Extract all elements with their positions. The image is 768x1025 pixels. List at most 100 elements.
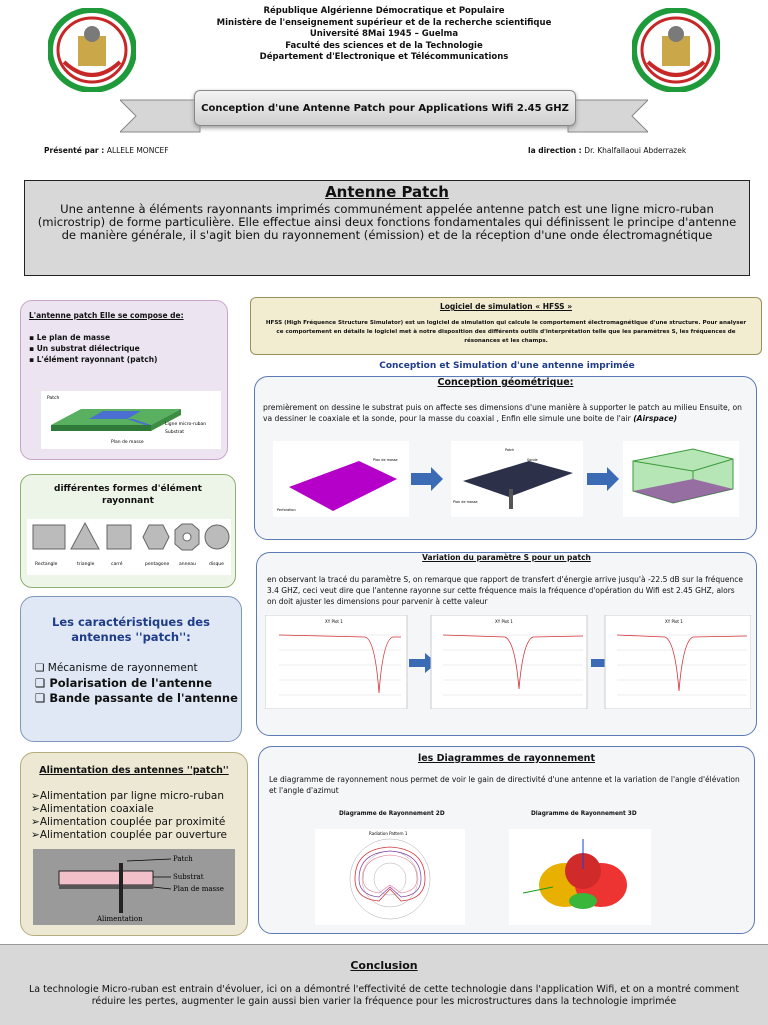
radiation-title: les Diagrammes de rayonnement xyxy=(417,753,595,764)
hfss-title: Logiciel de simulation « HFSS » xyxy=(439,302,573,311)
intro-panel: Antenne Patch Une antenne à éléments ray… xyxy=(24,180,750,276)
title-ribbon xyxy=(120,99,648,133)
s11-plot-1: XY Plot 1 xyxy=(265,615,408,709)
conclusion-panel: Conclusion La technologie Micro-ruban es… xyxy=(0,944,768,1025)
s11-plot-2: XY Plot 1 xyxy=(430,615,588,709)
radiation-text: Le diagramme de rayonnement nous permet … xyxy=(269,775,740,795)
patch-shape xyxy=(463,461,573,497)
rectangle-shape xyxy=(32,524,66,550)
plot-title: XY Plot 1 xyxy=(325,619,343,624)
shapes-figure: Rectangle triangle carré pentagone annea… xyxy=(27,519,231,575)
figure-label: Substrat xyxy=(173,873,204,881)
arrow-icon xyxy=(409,653,437,673)
list-item: ➢Alimentation coaxiale xyxy=(31,803,154,815)
hfss-text: HFSS (High Fréquence Structure Simulator… xyxy=(265,320,747,344)
shape-label: pentagone xyxy=(145,561,169,567)
header-line: République Algérienne Démocratique et Po… xyxy=(263,6,505,16)
shapes-title: différentes formes d'élément rayonnant xyxy=(54,484,202,506)
characteristics-title: Les caractéristiques des antennes ''patc… xyxy=(52,615,210,644)
list-item: ❑ Bande passante de l'antenne xyxy=(35,691,238,705)
feeding-list: ➢Alimentation par ligne micro-ruban ➢Ali… xyxy=(31,790,247,842)
patch-structure-figure: Patch Ligne micro-ruban Substrat Plan de… xyxy=(41,391,221,449)
shape-label: carré xyxy=(111,560,123,567)
hfss-panel: Logiciel de simulation « HFSS » HFSS (Hi… xyxy=(250,297,762,355)
presenter-label: Présenté par : xyxy=(44,146,107,155)
header-line: Faculté des sciences et de la Technologi… xyxy=(285,40,483,51)
plot-title: XY Plot 1 xyxy=(495,619,513,624)
list-item: ❑ Polarisation de l'antenne xyxy=(35,676,213,690)
director-name: Dr. Khalfallaoui Abderrazek xyxy=(584,146,687,155)
shape-label: triangle xyxy=(77,561,95,567)
list-item: ▪ Un substrat diélectrique xyxy=(29,344,140,353)
figure-label: Alimentation xyxy=(96,915,143,923)
simulation-section-title: Conception et Simulation d'une antenne i… xyxy=(379,361,635,371)
intro-text: Une antenne à éléments rayonnants imprim… xyxy=(37,202,737,242)
composition-title: L'antenne patch Elle se compose de: xyxy=(29,311,184,320)
geometry-panel: Conception géométrique: premièrement on … xyxy=(254,376,757,540)
figure-label: Perforation xyxy=(277,508,296,512)
list-item: ❑ Mécanisme de rayonnement xyxy=(35,662,198,674)
shape-label: anneau xyxy=(179,562,196,567)
radiation-panel: les Diagrammes de rayonnement Le diagram… xyxy=(258,746,755,934)
substrate-shape xyxy=(289,461,397,511)
institution-header: République Algérienne Démocratique et Po… xyxy=(170,6,598,64)
director-label: la direction : xyxy=(528,146,585,155)
shapes-panel: différentes formes d'élément rayonnant R… xyxy=(20,474,236,588)
figure-label: Plan de masse xyxy=(453,500,478,504)
square-shape xyxy=(106,524,132,550)
figure-label: Plan de masse xyxy=(373,458,398,462)
intro-title: Antenne Patch xyxy=(325,183,449,201)
diagram-3d-label: Diagramme de Rayonnement 3D xyxy=(531,811,637,817)
s-parameter-title: Variation du paramètre S pour un patch xyxy=(422,553,591,562)
characteristics-panel: Les caractéristiques des antennes ''patc… xyxy=(20,596,242,742)
geometry-text: premièrement on dessine le substrat puis… xyxy=(263,403,742,423)
list-item: ➢Alimentation couplée par ouverture xyxy=(31,829,228,841)
list-item: ▪ Le plan de masse xyxy=(29,333,111,342)
geometry-figures: Plan de masse Perforation Patch Sonde Pl… xyxy=(273,441,739,517)
feeding-panel: Alimentation des antennes ''patch'' ➢Ali… xyxy=(20,752,248,936)
arrow-icon xyxy=(587,467,619,491)
s-parameter-plots: XY Plot 1 XY Plot 1 XY Plot 1 xyxy=(265,615,751,709)
disc-shape xyxy=(204,524,230,550)
plot-title: XY Plot 1 xyxy=(665,619,683,624)
feeding-title: Alimentation des antennes ''patch'' xyxy=(39,765,229,776)
arrow-icon xyxy=(411,467,443,491)
header-line: Ministère de l'enseignement supérieur et… xyxy=(216,17,552,28)
figure-label: Patch xyxy=(505,448,514,452)
geometry-title: Conception géométrique: xyxy=(437,377,574,388)
figure-label: Patch xyxy=(173,855,193,863)
figure-label: Plan de masse xyxy=(111,439,144,445)
pentagon-shape xyxy=(142,524,170,550)
presenter-name: ALLELE MONCEF xyxy=(106,146,169,155)
header-line: Département d'Electronique et Télécommun… xyxy=(259,52,509,62)
feeding-figure: Patch Substrat Plan de masse Alimentatio… xyxy=(33,849,235,925)
conclusion-title: Conclusion xyxy=(350,959,418,972)
presenter: Présenté par : ALLELE MONCEF xyxy=(44,146,169,155)
figure-label: Ligne micro-ruban xyxy=(165,421,206,427)
header-line: Université 8Mai 1945 – Guelma xyxy=(309,29,459,39)
diagram-2d-label: Diagramme de Rayonnement 2D xyxy=(339,811,445,817)
s11-plot-3: XY Plot 1 xyxy=(604,615,751,709)
s-parameter-text: en observant la tracé du paramètre S, on… xyxy=(267,575,744,606)
figure-label: Sonde xyxy=(527,458,538,462)
director: la direction : Dr. Khalfallaoui Abderraz… xyxy=(528,146,686,155)
radiation-3d-plot xyxy=(509,829,651,925)
triangle-shape xyxy=(70,521,100,550)
s-parameter-panel: Variation du paramètre S pour un patch e… xyxy=(256,552,757,736)
radiation-2d-plot: Radiation Pattern 1 xyxy=(315,829,465,925)
characteristics-list: ❑ Mécanisme de rayonnement ❑ Polarisatio… xyxy=(35,661,241,706)
list-item: ▪ L'élément rayonnant (patch) xyxy=(29,355,158,364)
probe-shape xyxy=(509,489,513,509)
shape-label: disque xyxy=(209,561,224,567)
poster-title: Conception d'une Antenne Patch pour Appl… xyxy=(194,90,576,126)
figure-label: Substrat xyxy=(165,429,184,435)
university-logo-left xyxy=(47,7,137,96)
figure-label: Plan de masse xyxy=(173,885,224,893)
conclusion-text: La technologie Micro-ruban est entrain d… xyxy=(28,984,740,1007)
composition-list: ▪ Le plan de masse ▪ Un substrat diélect… xyxy=(29,332,227,365)
plot-title: Radiation Pattern 1 xyxy=(369,831,408,836)
shape-label: Rectangle xyxy=(35,561,58,567)
list-item: ➢Alimentation par ligne micro-ruban xyxy=(31,790,225,802)
composition-panel: L'antenne patch Elle se compose de: ▪ Le… xyxy=(20,300,228,460)
list-item: ➢Alimentation couplée par proximité xyxy=(31,816,226,828)
